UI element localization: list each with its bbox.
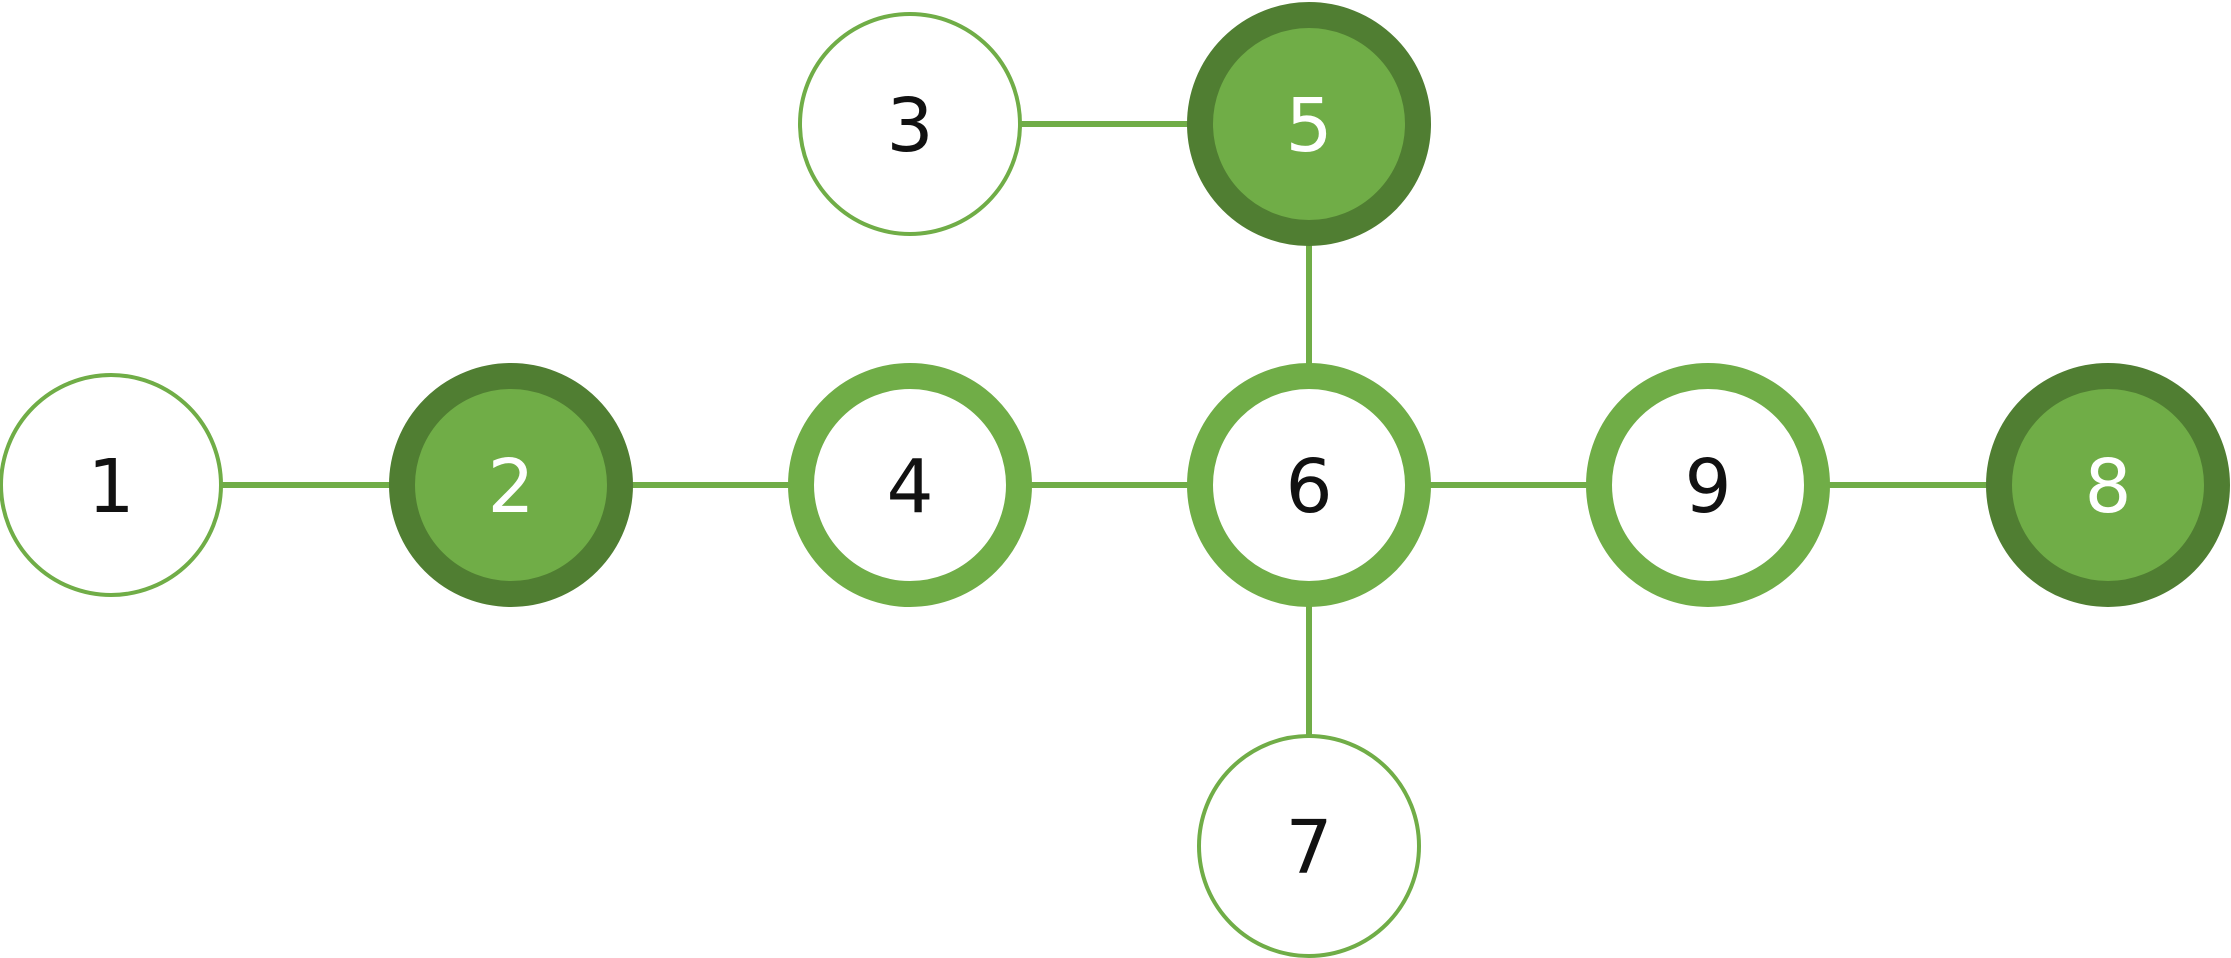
node-9: 9: [1586, 363, 1830, 607]
node-2: 2: [389, 363, 633, 607]
node-3: 3: [798, 12, 1022, 236]
node-1-circle: [0, 373, 223, 597]
node-8-circle: [1986, 363, 2230, 607]
node-3-label: 3: [886, 83, 933, 169]
node-7: 7: [1197, 734, 1421, 958]
node-6-circle: [1187, 363, 1431, 607]
node-3-circle: [798, 12, 1022, 236]
node-7-label: 7: [1285, 805, 1332, 891]
node-8-label: 8: [2084, 444, 2131, 530]
node-9-circle: [1586, 363, 1830, 607]
node-5: 5: [1187, 2, 1431, 246]
node-1-label: 1: [87, 444, 134, 530]
node-6-label: 6: [1285, 444, 1332, 530]
node-1: 1: [0, 373, 223, 597]
node-7-circle: [1197, 734, 1421, 958]
node-8: 8: [1986, 363, 2230, 607]
node-9-label: 9: [1684, 444, 1731, 530]
node-4: 4: [788, 363, 1032, 607]
node-5-circle: [1187, 2, 1431, 246]
node-4-label: 4: [886, 444, 933, 530]
node-2-circle: [389, 363, 633, 607]
node-4-circle: [788, 363, 1032, 607]
node-6: 6: [1187, 363, 1431, 607]
node-5-label: 5: [1285, 83, 1332, 169]
node-2-label: 2: [487, 444, 534, 530]
